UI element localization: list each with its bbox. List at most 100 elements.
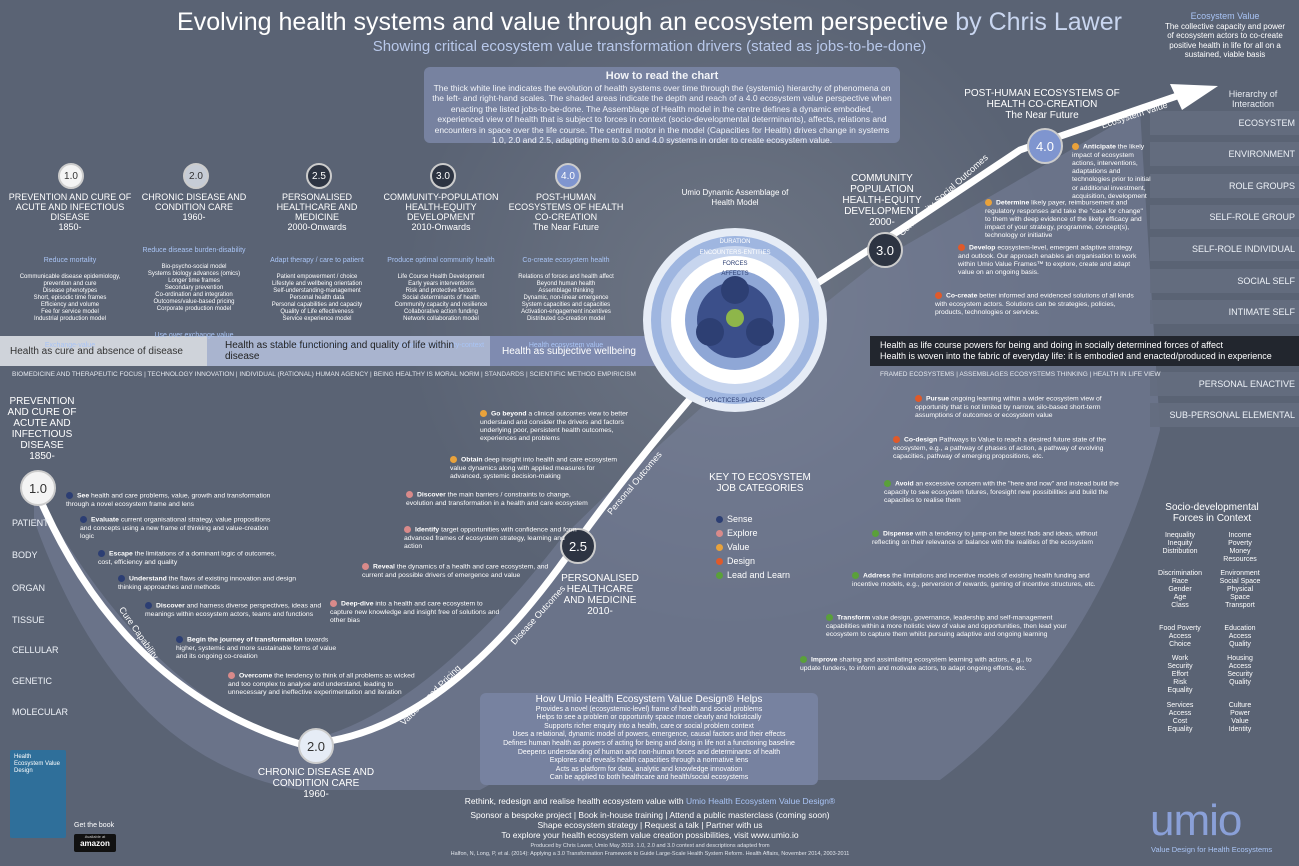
force-group: Discrimination Race Gender Age Class (1158, 570, 1202, 609)
node-3-badge: 3.0 (867, 232, 903, 268)
helps-line: Defines human health as powers of acting… (503, 739, 795, 747)
scale-body: BODY (12, 550, 38, 560)
stage-badge: 3.0 (430, 163, 456, 189)
job-item: Anticipate the likely impact of ecosyste… (1072, 143, 1151, 201)
job-item: Determine likely payer, reimbursement an… (985, 199, 1143, 240)
helps-line: Supports richer enquiry into a health, c… (544, 722, 754, 730)
job-item: Transform value design, governance, lead… (826, 614, 1067, 638)
scale-ecosystem: ECOSYSTEM (1238, 118, 1295, 128)
stage-column: POST-HUMAN ECOSYSTEMS OF HEALTH CO-CREAT… (504, 192, 628, 351)
footer-line2: Shape ecosystem strategy | Request a tal… (537, 820, 763, 830)
helps-line: Acts as platform for data, analytic and … (555, 765, 743, 773)
band-cure: Health as cure and absence of disease (10, 345, 183, 357)
stage-items: Communicable disease epidemiology, preve… (19, 274, 121, 322)
stage-value: Exchange-value (44, 342, 96, 349)
helps-line: Uses a relational, dynamic model of powe… (512, 731, 786, 739)
stage-badge: 2.5 (306, 163, 332, 189)
stage-value: Value-in-experience context (273, 342, 361, 349)
stage-value: Health ecosystem value (528, 342, 604, 349)
stage-goal: Produce optimal community health (387, 257, 495, 264)
helps-line: Can be applied to both healthcare and he… (549, 774, 749, 782)
stage-badge: 4.0 (555, 163, 581, 189)
key-item: Lead and Learn (716, 570, 790, 580)
stage-years: 1850- (58, 222, 82, 232)
stage-column: COMMUNITY-POPULATION HEALTH-EQUITY DEVEL… (379, 192, 503, 351)
force-group: Services Access Cost Equality (1166, 702, 1194, 733)
footer-rethink-link[interactable]: Umio Health Ecosystem Value Design® (685, 796, 836, 806)
scale-organ: ORGAN (12, 583, 46, 593)
book-title: Health Ecosystem Value Design (14, 754, 60, 774)
force-group: Work Security Effort Risk Equality (1167, 655, 1193, 694)
force-group: Housing Access Security Quality (1227, 655, 1253, 686)
job-item: Overcome the tendency to think of all pr… (228, 672, 415, 696)
scale-self-role-individual: SELF-ROLE INDIVIDUAL (1191, 244, 1295, 254)
ecosystem-value-heading: Ecosystem Value (1190, 11, 1260, 21)
ring-label-duration: DURATION (719, 239, 751, 245)
force-group: Food Poverty Access Choice (1159, 625, 1201, 648)
scale-environment: ENVIRONMENT (1228, 149, 1295, 159)
stage-name: PREVENTION AND CURE OF ACUTE AND INFECTI… (8, 192, 132, 222)
footer-rethink: Rethink, redesign and realise health eco… (464, 796, 836, 806)
scale-cellular: CELLULAR (12, 645, 59, 655)
job-item: Begin the journey of transformation towa… (176, 636, 337, 660)
umio-tagline: Value Design for Health Ecosystems (1151, 845, 1273, 854)
job-item: Escape the limitations of a dominant log… (98, 550, 277, 566)
force-group: Education Access Quality (1224, 625, 1256, 648)
stage-items: Patient empowerment / choice Lifestyle a… (271, 274, 363, 322)
key-item: Value (716, 542, 749, 552)
job-item: Evaluate current organisational strategy… (80, 516, 271, 540)
job-item: Address the limitations and incentive mo… (852, 572, 1096, 588)
page-subtitle: Showing critical ecosystem value transfo… (372, 38, 927, 55)
stage-badge: 2.0 (183, 163, 209, 189)
stage-years: 1960- (182, 212, 206, 222)
scale-molecular: MOLECULAR (12, 707, 69, 717)
job-item: Dispense with a tendency to jump-on the … (872, 530, 1098, 546)
job-item: Co-create better informed and evidenced … (935, 292, 1134, 316)
scale-role-groups: ROLE GROUPS (1228, 181, 1295, 191)
how-to-read-panel: How to read the chart The thick white li… (424, 67, 900, 146)
node-4-label: POST-HUMAN ECOSYSTEMS OF HEALTH CO-CREAT… (964, 88, 1120, 121)
stage-items: Relations of forces and health affect Be… (518, 274, 614, 322)
helps-line: Provides a novel (ecosystemic-level) fra… (535, 705, 763, 713)
stage-column: PREVENTION AND CURE OF ACUTE AND INFECTI… (8, 192, 132, 351)
band-wellbeing: Health as subjective wellbeing (502, 345, 636, 357)
stage-name: COMMUNITY-POPULATION HEALTH-EQUITY DEVEL… (383, 192, 499, 222)
how-to-read-text: The thick white line indicates the evolu… (432, 82, 892, 146)
amazon-button[interactable]: Available at amazon (74, 834, 116, 852)
stage-value: Use over exchange value (154, 332, 234, 339)
node-3-label: COMMUNITY POPULATION HEALTH-EQUITY DEVEL… (842, 173, 922, 228)
footer-line1: Sponsor a bespoke project | Book in-hous… (470, 810, 830, 820)
book-cover[interactable]: Health Ecosystem Value Design (10, 750, 66, 838)
stage-items: Life Course Health Development Early yea… (394, 274, 488, 322)
ring-label-affects: AFFECTS (721, 271, 749, 277)
job-item: Identify target opportunities with confi… (404, 526, 577, 550)
scale-patient: PATIENT (12, 518, 49, 528)
available-at: Available at (84, 834, 106, 839)
key-item: Explore (716, 528, 758, 538)
ecosystem-value-box: Ecosystem Value The collective capacity … (1162, 11, 1288, 60)
stage-goal: Reduce disease burden-disability (142, 247, 246, 254)
scale-self-role-group: SELF-ROLE GROUP (1209, 212, 1295, 222)
force-group: Income Poverty Money Resources (1223, 532, 1257, 563)
stage-name: CHRONIC DISEASE AND CONDITION CARE (141, 192, 247, 212)
job-item: Deep-dive into a health and care ecosyst… (330, 600, 500, 624)
strip-right: FRAMED ECOSYSTEMS | ASSEMBLAGES ECOSYSTE… (880, 371, 1161, 378)
force-group: Culture Power Value Identity (1228, 702, 1252, 733)
stage-column: PERSONALISED HEALTHCARE AND MEDICINE 200… (255, 192, 379, 351)
key-item: Design (716, 556, 755, 566)
node-1-label: PREVENTION AND CURE OF ACUTE AND INFECTI… (7, 396, 77, 462)
umio-logo[interactable]: umio (1150, 796, 1242, 845)
scale-intimate-self: INTIMATE SELF (1228, 307, 1295, 317)
job-item: Avoid an excessive concern with the "her… (884, 480, 1119, 504)
node-4-badge: 4.0 (1027, 128, 1063, 164)
key-heading: KEY TO ECOSYSTEM JOB CATEGORIES (709, 472, 811, 494)
ring-label-practices: PRACTICES-PLACES (704, 398, 765, 404)
helps-heading: How Umio Health Ecosystem Value Design® … (535, 694, 763, 705)
force-group: Inequality Inequity Distribution (1162, 532, 1198, 555)
get-book-label: Get the book (74, 822, 115, 829)
footer-credit2: Halfon, N, Long, P, et al. (2014): Apply… (450, 851, 850, 857)
job-item: Discover and harness diverse perspective… (145, 602, 322, 618)
job-item: Improve sharing and assimilating ecosyst… (800, 656, 1032, 672)
stage-goal: Reduce mortality (43, 257, 97, 264)
